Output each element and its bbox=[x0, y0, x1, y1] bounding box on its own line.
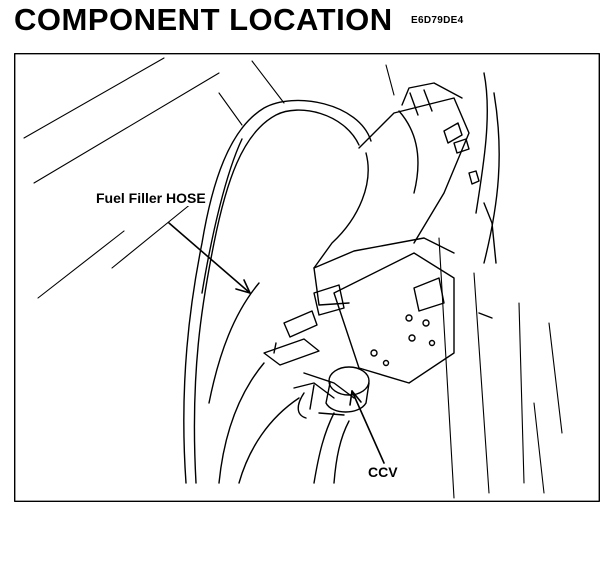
filler-neck-drawing bbox=[313, 72, 500, 319]
background-hatching bbox=[23, 57, 563, 499]
fuel-filler-hose-label: Fuel Filler HOSE bbox=[95, 190, 207, 206]
leader-arrows bbox=[168, 222, 385, 464]
figure-frame bbox=[14, 53, 600, 502]
ccv-bracket-drawing bbox=[263, 252, 455, 399]
document-code: E6D79DE4 bbox=[411, 15, 464, 26]
page-title: COMPONENT LOCATION bbox=[14, 2, 393, 37]
component-illustration: Fuel Filler HOSE CCV bbox=[14, 53, 600, 502]
ccv-canister-drawing bbox=[297, 366, 370, 419]
fuel-filler-hose-drawing bbox=[183, 99, 372, 484]
ccv-label: CCV bbox=[367, 464, 399, 480]
